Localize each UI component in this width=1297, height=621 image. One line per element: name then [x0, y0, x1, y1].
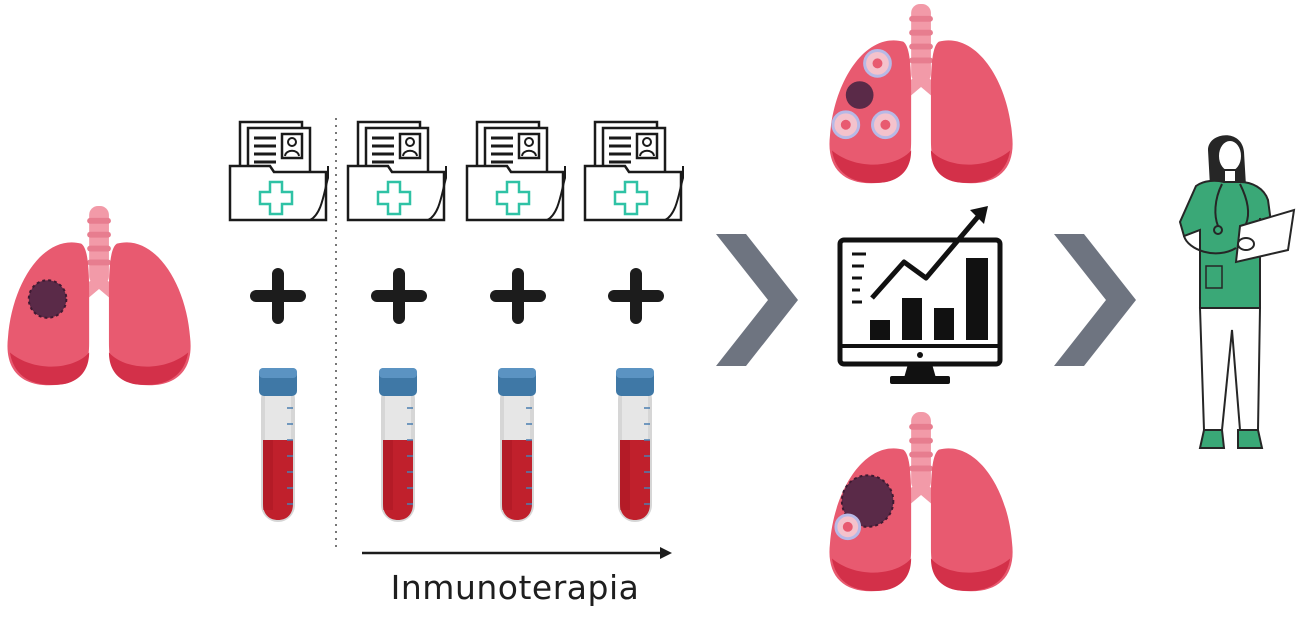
medical-record-folder-icon	[583, 120, 685, 222]
medical-record-folder-icon	[465, 120, 567, 222]
analytics-monitor-icon	[837, 206, 1003, 384]
immunotherapy-label: Inmunoterapia	[390, 568, 640, 607]
lungs-with-tumor-icon	[7, 206, 190, 385]
plus-icon	[250, 268, 306, 324]
blood-tube-icon	[258, 367, 298, 523]
doctor-icon	[1178, 135, 1296, 449]
plus-icon	[490, 268, 546, 324]
plus-icon	[371, 268, 427, 324]
lungs-responding-icon	[829, 4, 1012, 183]
plus-icon	[608, 268, 664, 324]
blood-tube-icon	[378, 367, 418, 523]
timeline-arrow	[362, 547, 672, 559]
medical-record-folder-icon	[346, 120, 448, 222]
chevron-right-icon	[716, 234, 798, 366]
blood-tube-icon	[497, 367, 537, 523]
medical-record-folder-icon	[228, 120, 330, 222]
chevron-right-icon	[1054, 234, 1136, 366]
blood-tube-icon	[615, 367, 655, 523]
lungs-progressing-icon	[829, 412, 1012, 591]
